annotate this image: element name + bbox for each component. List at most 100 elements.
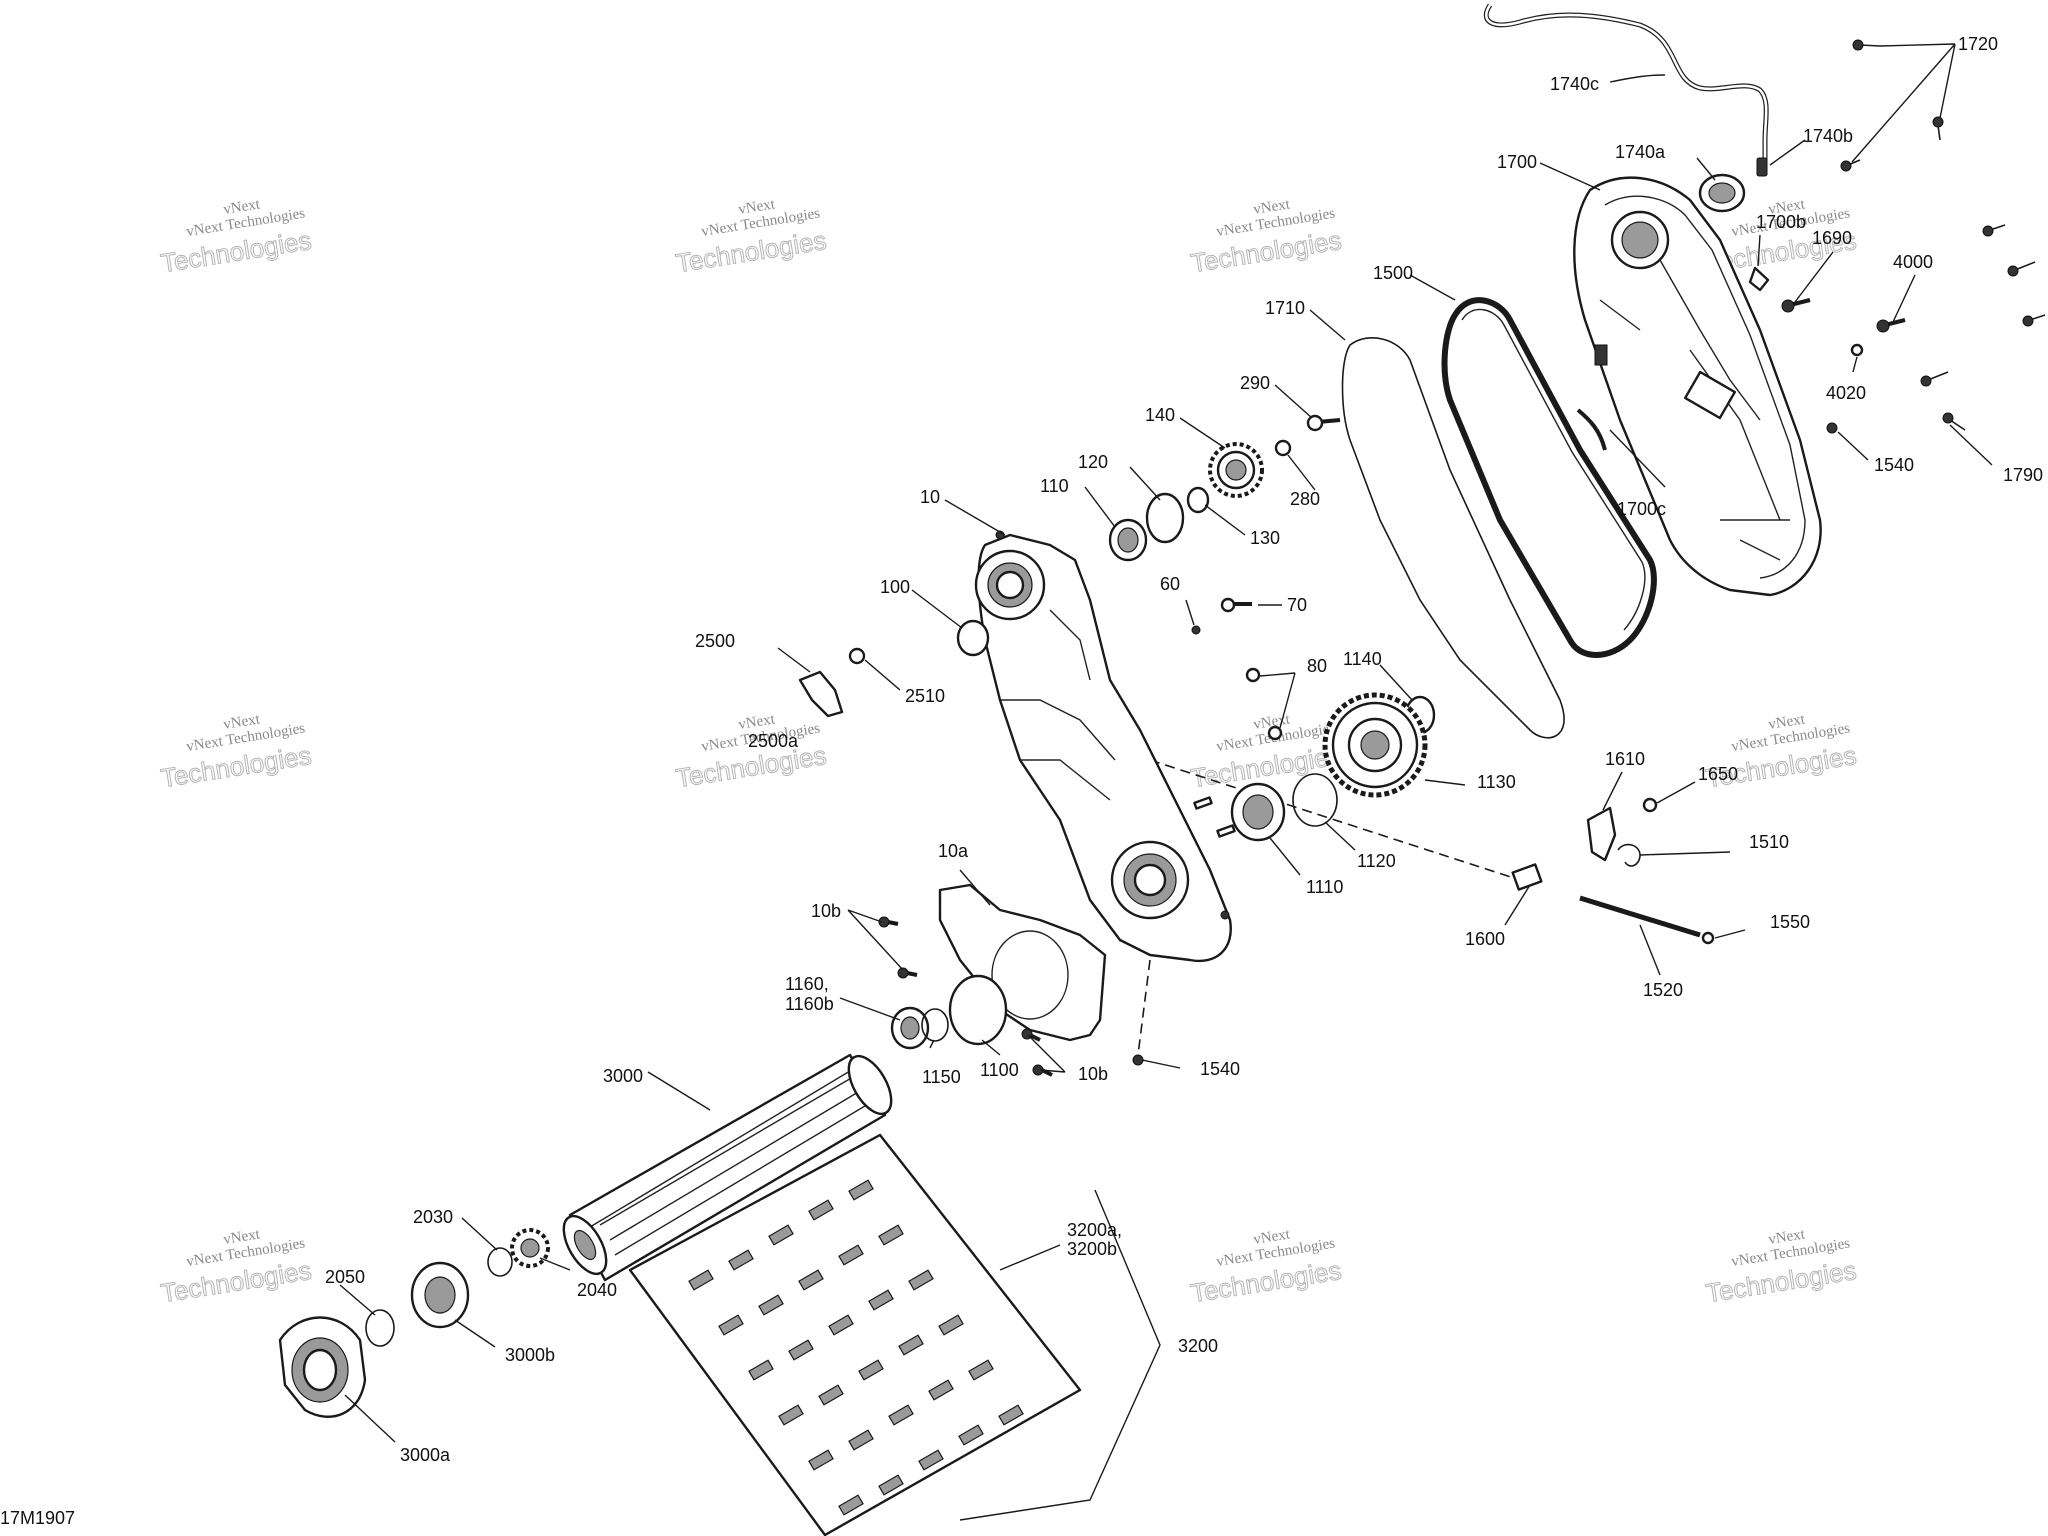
svg-text:vNext: vNext xyxy=(1252,711,1292,733)
watermark: vNext vNext Technologies Technologies xyxy=(158,1226,314,1309)
label-2500: 2500 xyxy=(695,631,735,651)
bracket-2500-part xyxy=(798,670,844,718)
washer-280-part xyxy=(1274,439,1292,457)
inner-chaincase-10-part xyxy=(974,530,1232,963)
svg-text:vNext: vNext xyxy=(1767,196,1807,218)
label-1720: 1720 xyxy=(1958,34,1998,54)
label-1650: 1650 xyxy=(1698,764,1738,784)
label-130: 130 xyxy=(1250,528,1280,548)
svg-text:Technologies: Technologies xyxy=(159,740,314,793)
svg-text:vNext: vNext xyxy=(1252,1226,1292,1248)
bolts-10b-part xyxy=(878,916,1053,1077)
label-10b-top: 10b xyxy=(811,901,841,921)
drive-chain-1500-part xyxy=(1441,297,1657,658)
gear-1130-part xyxy=(1322,692,1428,798)
label-1690: 1690 xyxy=(1812,228,1852,248)
label-110: 110 xyxy=(1040,476,1069,496)
label-2030: 2030 xyxy=(413,1207,453,1227)
bolt-4000-part xyxy=(1876,318,1906,333)
seal-1740a-part xyxy=(1698,173,1746,213)
svg-text:vNext: vNext xyxy=(1252,196,1292,218)
outer-chaincase-cover-part xyxy=(1573,176,1822,597)
wire-harness-inner xyxy=(1485,4,1768,175)
nut-1540-bottom-part xyxy=(1132,1054,1144,1066)
svg-text:vNext: vNext xyxy=(222,1226,262,1248)
nut-1550-part xyxy=(1701,931,1715,945)
label-2050: 2050 xyxy=(325,1267,365,1287)
svg-text:Technologies: Technologies xyxy=(1189,1255,1344,1308)
label-3200b: 3200b xyxy=(1067,1239,1117,1259)
tensioner-1610-part xyxy=(1586,806,1617,862)
label-1510: 1510 xyxy=(1749,832,1789,852)
svg-text:Technologies: Technologies xyxy=(1704,1255,1859,1308)
circlip-120-part xyxy=(1145,492,1185,544)
seal-100-part xyxy=(956,619,990,657)
nut-1540-top-part xyxy=(1826,422,1838,434)
svg-text:Technologies: Technologies xyxy=(674,225,829,278)
bolt-1690-part xyxy=(1781,298,1811,313)
label-1500: 1500 xyxy=(1373,263,1413,283)
label-1150: 1150 xyxy=(922,1067,961,1087)
label-1130: 1130 xyxy=(1477,772,1516,792)
svg-text:Technologies: Technologies xyxy=(159,225,314,278)
label-1740c: 1740c xyxy=(1550,74,1599,94)
flange-3000a-part xyxy=(278,1316,367,1418)
slide-plate-cleats xyxy=(688,1179,1024,1516)
label-1160: 1160, xyxy=(785,974,829,994)
circlip-1150-part xyxy=(921,1008,949,1042)
axis-dashed-line xyxy=(1149,759,1521,881)
label-1700b: 1700b xyxy=(1756,212,1806,232)
bracket-3200 xyxy=(959,1189,1161,1521)
svg-text:vNext: vNext xyxy=(1767,1226,1807,1248)
watermark: vNext vNext Technologies Technologies xyxy=(673,196,829,279)
circlip-2030-part xyxy=(487,1247,513,1277)
part-labels: 1720 1740c 1740b 1740a 1700 1700b 1690 4… xyxy=(325,34,2043,1465)
label-290: 290 xyxy=(1240,373,1270,393)
watermark: vNext vNext Technologies Technologies xyxy=(158,711,314,794)
label-1550: 1550 xyxy=(1770,912,1810,932)
clip-1700b-part xyxy=(1748,266,1770,292)
clip-1650-part xyxy=(1642,797,1658,813)
label-1140: 1140 xyxy=(1343,649,1382,669)
pin-1510-part xyxy=(1617,843,1641,867)
label-1700: 1700 xyxy=(1497,152,1537,172)
label-3000b: 3000b xyxy=(505,1345,555,1365)
svg-text:Technologies: Technologies xyxy=(1189,225,1344,278)
label-60: 60 xyxy=(1160,574,1180,594)
label-1110: 1110 xyxy=(1306,877,1343,897)
label-3200: 3200 xyxy=(1178,1336,1218,1356)
label-80: 80 xyxy=(1307,656,1327,676)
bearing-110-part xyxy=(1108,518,1148,562)
watermark: vNext vNext Technologies Technologies xyxy=(1188,711,1344,794)
gasket-1710-part xyxy=(1341,336,1565,739)
label-1100: 1100 xyxy=(980,1060,1019,1080)
label-4000: 4000 xyxy=(1893,252,1933,272)
label-1790: 1790 xyxy=(2003,465,2043,485)
label-70: 70 xyxy=(1287,595,1307,615)
label-2500a: 2500a xyxy=(748,731,799,751)
svg-text:vNext: vNext xyxy=(222,711,262,733)
label-1160b: 1160b xyxy=(785,994,834,1014)
label-3000a: 3000a xyxy=(400,1445,451,1465)
rod-1520-part xyxy=(1579,895,1701,938)
svg-text:vNext: vNext xyxy=(1767,711,1807,733)
svg-text:vNext: vNext xyxy=(737,196,777,218)
label-280: 280 xyxy=(1290,489,1320,509)
bolts-80-part xyxy=(1245,667,1283,741)
label-1120: 1120 xyxy=(1357,851,1396,871)
watermark: vNext vNext Technologies Technologies xyxy=(1703,1226,1859,1309)
block-1600-part xyxy=(1511,863,1543,891)
slide-plate-3200-part xyxy=(628,1133,1082,1536)
circlip-2050-part xyxy=(365,1309,395,1347)
gasket-10a-hole xyxy=(991,930,1069,1020)
sprocket-2040-part xyxy=(510,1228,550,1268)
leader-lines xyxy=(339,43,1993,1443)
label-1520: 1520 xyxy=(1643,980,1683,1000)
label-1600: 1600 xyxy=(1465,929,1505,949)
watermark: vNext vNext Technologies Technologies xyxy=(1188,1226,1344,1309)
gasket-10a-part xyxy=(938,883,1107,1042)
watermark: vNext vNext Technologies Technologies xyxy=(1188,196,1344,279)
label-3200a: 3200a, xyxy=(1067,1220,1122,1240)
washer-4020-part xyxy=(1850,343,1864,357)
